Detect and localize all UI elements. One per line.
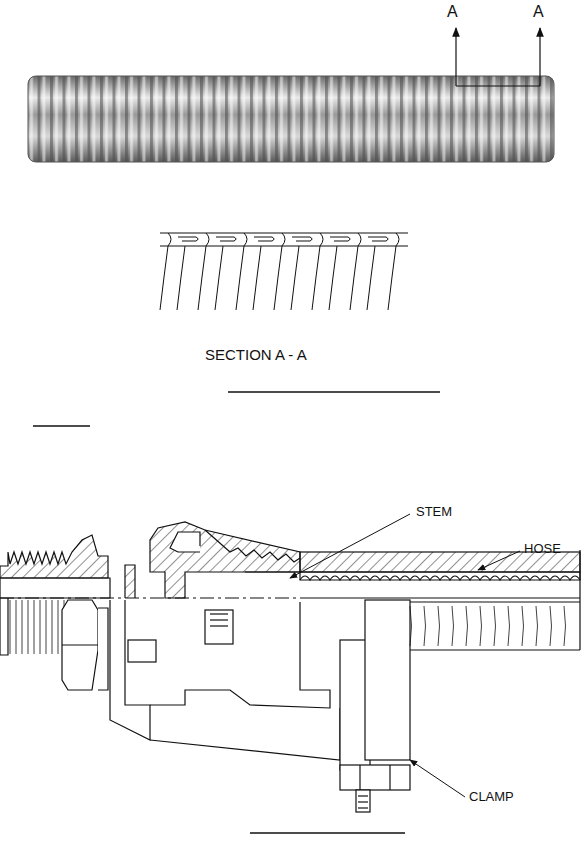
section-view (160, 233, 408, 310)
part-name: HOSE (524, 542, 561, 555)
section-marker (456, 28, 540, 86)
hose-fitting (0, 522, 580, 812)
part-name: STEM (416, 505, 452, 518)
caption-rule (33, 392, 440, 833)
section-letter: A (447, 4, 458, 20)
hose-photo (28, 76, 554, 162)
leader-line (290, 514, 520, 797)
section-letter: A (533, 4, 544, 20)
section-title: SECTION A - A (205, 347, 307, 362)
part-name: CLAMP (469, 790, 514, 803)
